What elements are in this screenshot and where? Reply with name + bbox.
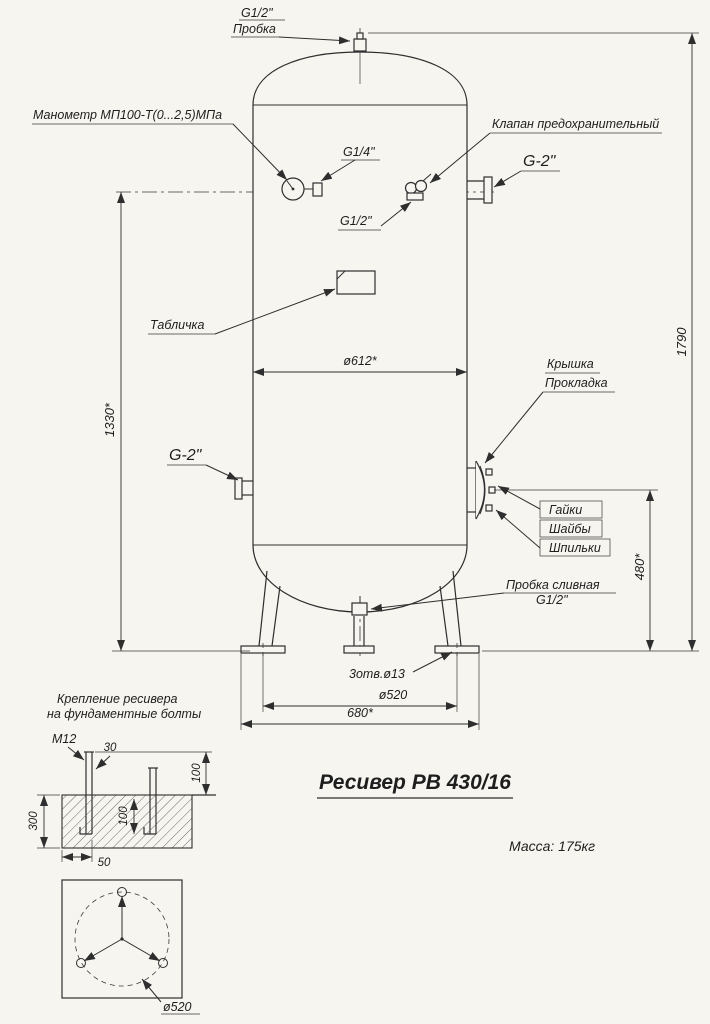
dim-300-text: 300 (28, 811, 40, 831)
label-nameplate: Табличка (150, 318, 204, 332)
dim-50-text: 50 (98, 857, 111, 869)
label-g12-mid: G1/2" (340, 214, 372, 228)
label-studs: Шпильки (549, 541, 601, 555)
dimension-1330: 1330* (102, 192, 250, 652)
dim-1790-text: 1790 (674, 327, 689, 357)
dim-d612-text: ø612* (343, 354, 377, 368)
dim-680-text: 680* (347, 706, 374, 720)
label-nuts: Гайки (549, 503, 582, 517)
label-drain-1: Пробка сливная (506, 578, 600, 592)
nozzle-right-g2 (467, 176, 493, 204)
callout-manometer: Манометр МП100-Т(0...2,5)МПа (32, 108, 288, 181)
label-safety-valve: Клапан предохранительный (492, 117, 659, 131)
callout-cover-gasket: Крышка Прокладка (484, 357, 615, 464)
label-washers: Шайбы (549, 522, 591, 536)
dim-d520-feet-text: ø520 (379, 688, 408, 702)
callout-hardware: Гайки Шайбы Шпильки (495, 485, 611, 557)
manometer-gauge (281, 177, 323, 201)
callout-g2-right: G-2" (493, 153, 560, 188)
callout-top-plug: G1/2" Пробка (231, 6, 351, 45)
dim-30-text: 30 (104, 742, 117, 754)
callout-g14: G1/4" (320, 145, 380, 182)
manhole-cover (467, 460, 496, 520)
dim-100-top-text: 100 (191, 763, 203, 783)
dim-100-embed-text: 100 (118, 806, 130, 826)
label-top-size: G1/2" (241, 6, 273, 20)
dimension-680: 680* (240, 654, 480, 730)
dimension-1790: 1790 (368, 32, 699, 652)
dim-d520-plan-text: ø520 (163, 1000, 192, 1014)
top-plug-fitting (353, 32, 367, 84)
label-g2-left: G-2" (169, 447, 203, 464)
callout-safety-valve: Клапан предохранительный (429, 117, 662, 184)
label-cover: Крышка (547, 357, 594, 371)
dimension-d612: ø612* (253, 354, 467, 376)
label-g14: G1/4" (343, 145, 375, 159)
mass-label: Масса: 175кг (509, 838, 595, 854)
foundation-title-1: Крепление ресивера (57, 692, 178, 706)
nozzle-left-g2 (234, 477, 253, 500)
dimension-d520-feet: ø520 (262, 654, 458, 712)
foundation-title-2: на фундаментные болты (47, 707, 201, 721)
callout-drain: Пробка сливная G1/2" (370, 578, 616, 612)
label-drain-2: G1/2" (536, 593, 568, 607)
label-top-plug: Пробка (233, 22, 276, 36)
foundation-detail: Крепление ресивера на фундаментные болты… (28, 692, 216, 869)
dim-480-text: 480* (632, 553, 647, 581)
callout-g2-left: G-2" (167, 447, 239, 481)
title-block: Ресивер РВ 430/16 Масса: 175кг (317, 771, 595, 854)
drain-plug (351, 596, 368, 616)
callout-g12-mid: G1/2" (338, 201, 412, 231)
foundation-plan: ø520 (61, 879, 200, 1015)
vessel-body (252, 32, 468, 613)
nameplate-rect (336, 270, 376, 295)
label-holes: 3отв.ø13 (349, 667, 405, 681)
drawing-title: Ресивер РВ 430/16 (319, 771, 511, 794)
callout-nameplate: Табличка (148, 288, 336, 335)
label-manometer: Манометр МП100-Т(0...2,5)МПа (33, 108, 222, 122)
dimension-480: 480* (494, 489, 658, 651)
callout-holes: 3отв.ø13 (349, 651, 453, 681)
label-g2-right: G-2" (523, 153, 557, 170)
label-gasket: Прокладка (545, 376, 608, 390)
support-legs (240, 570, 480, 656)
safety-valve-symbol (404, 173, 432, 201)
label-m12: М12 (52, 732, 76, 746)
dim-1330-text: 1330* (102, 402, 117, 437)
